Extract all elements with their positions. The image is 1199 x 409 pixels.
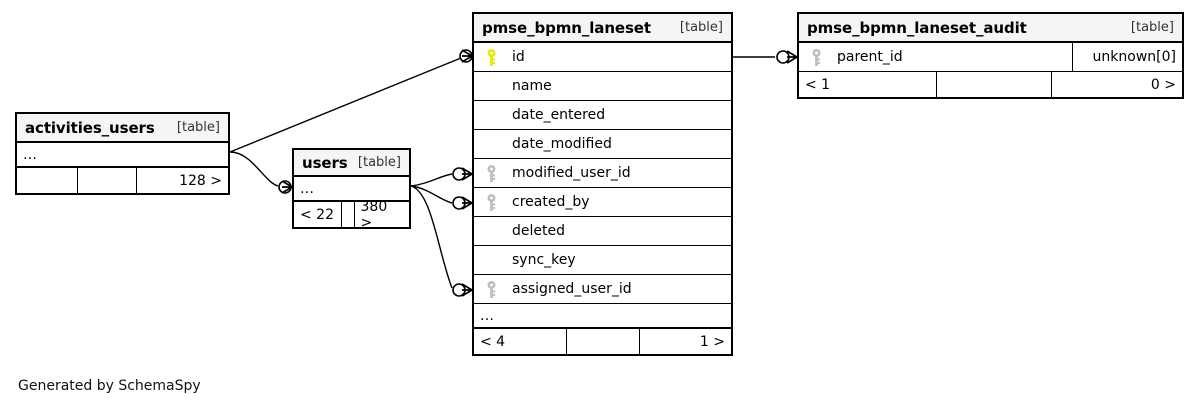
column-name: modified_user_id — [512, 165, 631, 181]
foreign-key-icon — [474, 193, 508, 211]
footer-children-count: 1 > — [699, 333, 725, 350]
column-name: id — [512, 49, 525, 65]
footer-children-count: 0 > — [1150, 76, 1176, 93]
table-type-tag: [table] — [357, 155, 401, 170]
columns-ellipsis: … — [17, 143, 228, 168]
footer-parents-count: < 1 — [805, 76, 831, 93]
table-activities_users[interactable]: activities_users [table] … 128 > — [15, 112, 230, 195]
column-row[interactable]: sync_key — [474, 246, 731, 275]
table-pmse_bpmn_laneset[interactable]: pmse_bpmn_laneset [table] id — [472, 12, 733, 356]
table-header: activities_users [table] — [17, 114, 228, 143]
primary-key-icon — [474, 48, 508, 66]
column-row[interactable]: parent_id unknown[0] — [799, 43, 1182, 72]
relation-users-to-modified_user_id — [410, 167, 473, 187]
column-name: parent_id — [837, 49, 903, 65]
table-type-tag: [table] — [176, 120, 220, 135]
column-row[interactable]: id — [474, 43, 731, 72]
footer-middle-cell — [340, 202, 355, 227]
columns-ellipsis: … — [294, 177, 409, 202]
column-row[interactable]: date_modified — [474, 130, 731, 159]
column-row[interactable]: modified_user_id — [474, 159, 731, 188]
table-pmse_bpmn_laneset_audit[interactable]: pmse_bpmn_laneset_audit [table] parent_i… — [797, 12, 1184, 99]
column-list: parent_id unknown[0] — [799, 43, 1182, 72]
relation-activities_users-to-laneset-id — [229, 49, 473, 153]
columns-ellipsis: … — [474, 304, 731, 329]
table-title: pmse_bpmn_laneset_audit — [807, 18, 1027, 37]
column-row[interactable]: name — [474, 72, 731, 101]
table-footer: < 1 0 > — [799, 72, 1182, 97]
table-type-tag: [table] — [1130, 20, 1174, 35]
table-footer: < 22 380 > — [294, 202, 409, 227]
column-row[interactable]: deleted — [474, 217, 731, 246]
table-title: activities_users — [25, 118, 155, 137]
table-header: users [table] — [294, 150, 409, 177]
footer-parents-count: < 22 — [300, 206, 334, 223]
foreign-key-icon — [474, 280, 508, 298]
relation-users-to-assigned_user_id — [410, 185, 473, 297]
table-type-tag: [table] — [679, 20, 723, 35]
column-name: created_by — [512, 194, 590, 210]
relation-laneset-id-to-audit-parent_id — [733, 50, 798, 64]
column-name: name — [512, 78, 552, 94]
relation-users-to-created_by — [410, 185, 473, 210]
footer-children-count: 128 > — [179, 172, 222, 189]
table-header: pmse_bpmn_laneset [table] — [474, 14, 731, 43]
foreign-key-icon — [799, 48, 833, 66]
footer-parents-count — [17, 168, 77, 193]
table-footer: < 4 1 > — [474, 329, 731, 354]
column-name: deleted — [512, 223, 565, 239]
table-title: users — [302, 153, 348, 172]
footer-children-count: 380 > — [360, 202, 388, 227]
column-name: date_modified — [512, 136, 612, 152]
column-name: sync_key — [512, 252, 576, 268]
column-name: date_entered — [512, 107, 606, 123]
footer-parents-count: < 4 — [480, 333, 506, 350]
relation-activities_users-to-users — [229, 151, 293, 194]
column-list: id name date_entered date_modified — [474, 43, 731, 304]
column-type: unknown[0] — [1072, 43, 1182, 71]
table-header: pmse_bpmn_laneset_audit [table] — [799, 14, 1182, 43]
footer-middle-cell — [566, 329, 640, 354]
table-footer: 128 > — [17, 168, 228, 193]
footer-middle-cell — [77, 168, 137, 193]
column-row[interactable]: assigned_user_id — [474, 275, 731, 304]
column-row[interactable]: date_entered — [474, 101, 731, 130]
generated-by-credit: Generated by SchemaSpy — [18, 378, 201, 394]
table-users[interactable]: users [table] … < 22 380 > — [292, 148, 411, 229]
footer-middle-cell — [936, 72, 1052, 97]
table-title: pmse_bpmn_laneset — [482, 18, 651, 37]
foreign-key-icon — [474, 164, 508, 182]
column-row[interactable]: created_by — [474, 188, 731, 217]
column-name: assigned_user_id — [512, 281, 632, 297]
